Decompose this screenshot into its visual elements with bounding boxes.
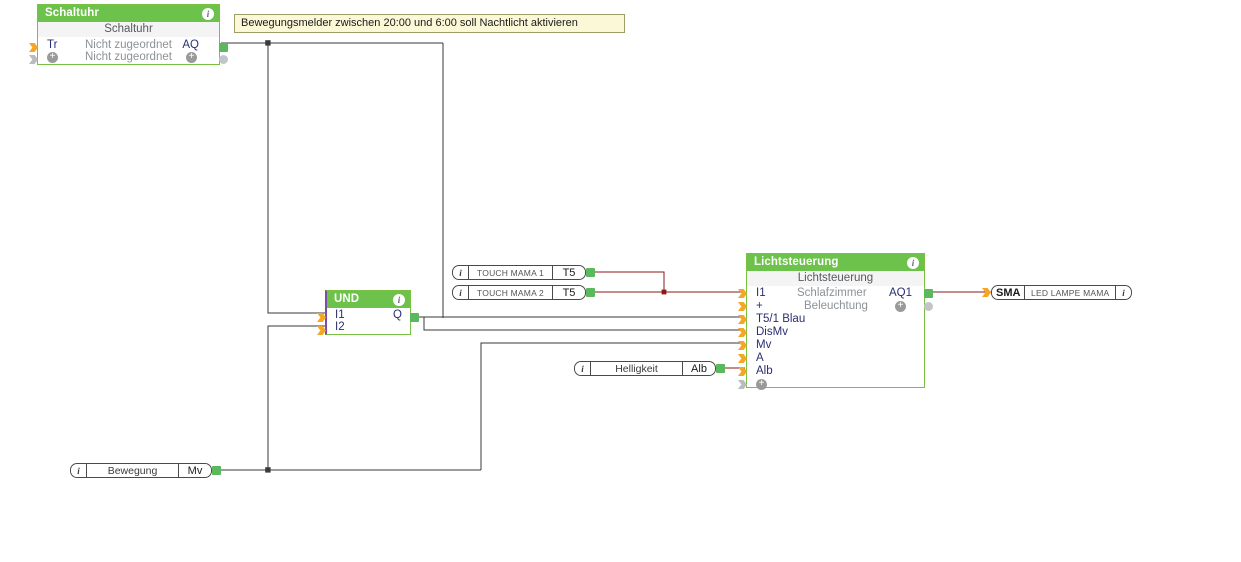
io-tag-port: Alb <box>682 362 715 375</box>
io-tag-port: SMA <box>992 286 1026 299</box>
io-tag-label: Helligkeit <box>615 362 658 375</box>
schaltuhr-assign-1: Nicht zugeordnet <box>85 39 172 51</box>
block-schaltuhr[interactable]: Schaltuhr i Schaltuhr Tr Nicht zugeordne… <box>29 4 228 65</box>
pin-ls-a: A <box>756 352 764 364</box>
block-und[interactable]: UND i I1 I2 Q <box>317 290 419 335</box>
block-lichtsteuerung[interactable]: Lichtsteuerung i Lichtsteuerung I1 Schla… <box>738 253 933 390</box>
connector-in-tr[interactable] <box>29 43 38 52</box>
connector-ls-mv[interactable] <box>738 341 747 350</box>
block-und-header: UND i <box>327 291 410 308</box>
connector-ls-i1[interactable] <box>738 289 747 298</box>
pin-ls-mv: Mv <box>756 339 772 351</box>
io-tag-label: LED LAMPE MAMA <box>1031 287 1110 298</box>
io-tag-bewegung[interactable]: i Bewegung Mv <box>70 463 212 478</box>
io-tag-port: T5 <box>552 286 585 299</box>
pin-out-aq: AQ <box>182 39 199 51</box>
connector-out-aq[interactable] <box>219 43 228 52</box>
connector-bewegung-out[interactable] <box>212 466 221 475</box>
info-icon[interactable]: i <box>202 7 214 20</box>
connector-ls-add[interactable] <box>738 380 747 389</box>
wire-junction <box>265 40 271 473</box>
info-icon[interactable]: i <box>453 286 469 299</box>
schaltuhr-assign-2: Nicht zugeordnet <box>85 51 172 63</box>
connector-out-add[interactable] <box>219 55 228 64</box>
connector-ls-alb[interactable] <box>738 367 747 376</box>
pin-in-tr: Tr <box>47 39 58 51</box>
connector-ls-a[interactable] <box>738 354 747 363</box>
plus-icon-ls-output[interactable]: + <box>895 301 906 312</box>
plus-icon-schaltuhr-input[interactable]: + <box>47 52 58 63</box>
pin-ls-i1: I1 <box>756 287 766 299</box>
connector-und-i2[interactable] <box>317 326 326 335</box>
connector-und-q[interactable] <box>410 313 419 322</box>
pin-und-q: Q <box>393 309 402 321</box>
io-tag-sma[interactable]: SMA LED LAMPE MAMA i <box>991 285 1132 300</box>
io-tag-touch-mama-1[interactable]: i TOUCH MAMA 1 T5 <box>452 265 586 280</box>
block-lichtsteuerung-subtitle: Lichtsteuerung <box>747 271 924 286</box>
info-icon[interactable]: i <box>575 362 591 375</box>
io-tag-helligkeit[interactable]: i Helligkeit Alb <box>574 361 716 376</box>
io-tag-port: Mv <box>178 464 211 477</box>
connector-ls-t51blau[interactable] <box>738 315 747 324</box>
info-icon[interactable]: i <box>453 266 469 279</box>
info-icon[interactable]: i <box>71 464 87 477</box>
pin-und-i2: I2 <box>335 321 345 333</box>
block-lichtsteuerung-title: Lichtsteuerung <box>754 256 839 268</box>
connector-sma-in[interactable] <box>982 288 991 297</box>
io-tag-port: T5 <box>552 266 585 279</box>
info-icon[interactable]: i <box>907 256 919 269</box>
connector-und-i1[interactable] <box>317 313 326 322</box>
block-und-title: UND <box>334 293 360 305</box>
connector-touch1-out[interactable] <box>586 268 595 277</box>
connector-touch2-out[interactable] <box>586 288 595 297</box>
connector-ls-add-out[interactable] <box>924 302 933 311</box>
block-schaltuhr-subtitle: Schaltuhr <box>38 22 219 37</box>
io-tag-label: TOUCH MAMA 2 <box>477 287 544 298</box>
block-lichtsteuerung-header: Lichtsteuerung i <box>747 254 924 271</box>
io-tag-label: TOUCH MAMA 1 <box>477 267 544 278</box>
plus-icon-schaltuhr-output[interactable]: + <box>186 52 197 63</box>
info-icon[interactable]: i <box>1115 286 1131 299</box>
io-tag-label: Bewegung <box>107 464 158 477</box>
ls-assign-2: Beleuchtung <box>804 300 868 312</box>
block-schaltuhr-title: Schaltuhr <box>45 7 99 19</box>
plus-icon-ls-input[interactable]: + <box>756 379 767 390</box>
pin-und-i1: I1 <box>335 309 345 321</box>
pin-ls-dismv: DisMv <box>756 326 788 338</box>
io-tag-touch-mama-2[interactable]: i TOUCH MAMA 2 T5 <box>452 285 586 300</box>
pin-ls-plus: + <box>756 300 763 312</box>
pin-ls-t51blau: T5/1 Blau <box>756 313 806 325</box>
pin-ls-aq1: AQ1 <box>888 287 912 299</box>
connector-helligkeit-out[interactable] <box>716 364 725 373</box>
connector-ls-dismv[interactable] <box>738 328 747 337</box>
comment-box[interactable]: Bewegungsmelder zwischen 20:00 und 6:00 … <box>234 14 625 33</box>
connector-ls-aq1[interactable] <box>924 289 933 298</box>
info-icon[interactable]: i <box>393 293 405 306</box>
block-schaltuhr-header: Schaltuhr i <box>38 5 219 22</box>
connector-ls-plus[interactable] <box>738 302 747 311</box>
connector-in-add[interactable] <box>29 55 38 64</box>
pin-ls-alb: Alb <box>756 365 773 377</box>
ls-assign-1: Schlafzimmer <box>797 287 867 299</box>
